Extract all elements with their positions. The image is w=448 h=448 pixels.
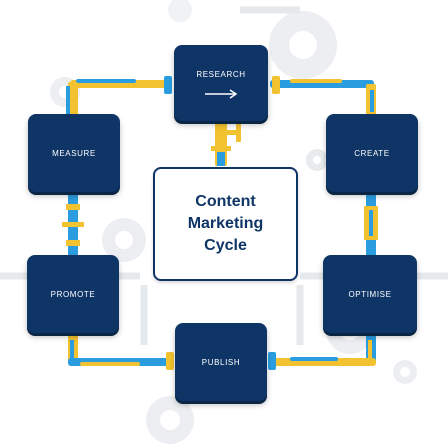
stage-label-create: CREATE (354, 148, 390, 158)
gear-icon (168, 0, 192, 22)
pipe-create-optimise (364, 194, 378, 256)
center-title-line-1: Content (195, 193, 256, 210)
stage-node-promote: PROMOTE (27, 255, 119, 333)
gear-icon (306, 149, 328, 171)
stage-label-publish: PUBLISH (201, 357, 241, 367)
pipe-optimise-publish (268, 334, 376, 370)
stage-node-create: CREATE (326, 114, 418, 192)
pipe-measure-promote (62, 194, 84, 256)
stage-label-measure: MEASURE (52, 148, 96, 158)
stage-node-research: RESEARCH (174, 45, 268, 121)
gear-icon (146, 396, 194, 444)
pipe-valve-icon (211, 122, 241, 166)
center-title-box: Content Marketing Cycle (153, 167, 298, 281)
gear-icon (393, 360, 417, 384)
gear-icon (269, 11, 337, 79)
stage-node-measure: MEASURE (28, 114, 120, 192)
center-title-line-3: Cycle (204, 237, 247, 254)
stage-node-publish: PUBLISH (175, 323, 267, 401)
stage-label-research: RESEARCH (196, 69, 246, 79)
gear-icon (102, 218, 146, 262)
pipe-research-create (270, 76, 376, 116)
stage-label-promote: PROMOTE (50, 289, 96, 299)
center-title-line-2: Marketing (187, 215, 264, 232)
stage-node-optimise: OPTIMISE (323, 255, 417, 333)
pipe-promote-publish (68, 334, 174, 370)
pipe-research-measure (66, 76, 172, 116)
stage-label-optimise: OPTIMISE (348, 289, 392, 299)
right-arrow-icon (204, 88, 238, 101)
